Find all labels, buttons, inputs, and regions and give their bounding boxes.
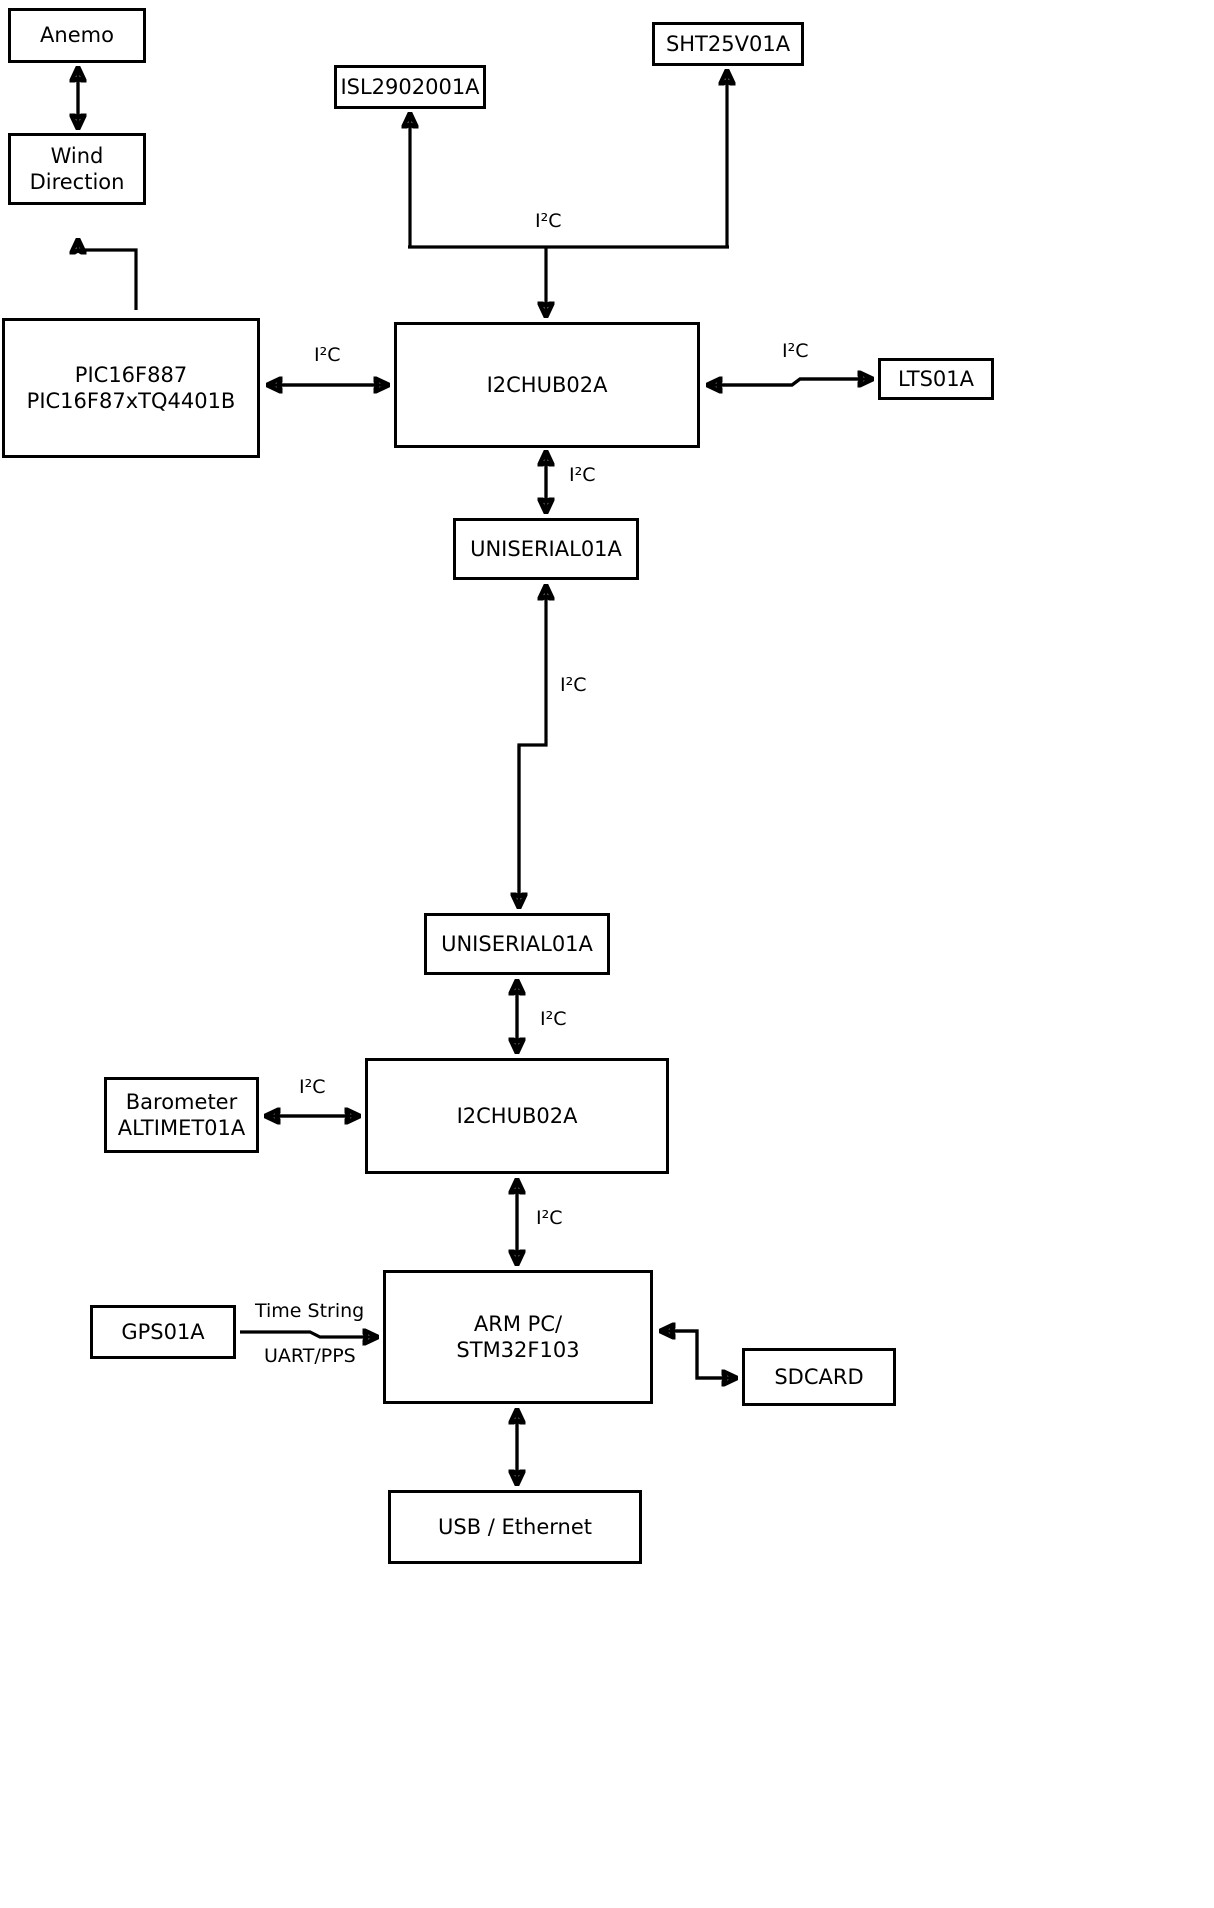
node-uniserial01a-lower-label: UNISERIAL01A	[441, 931, 593, 956]
node-wind-direction[interactable]: Wind Direction	[8, 133, 146, 205]
node-uniserial01a-upper-label: UNISERIAL01A	[470, 536, 622, 561]
wire-pic-winddir	[78, 240, 138, 310]
wire-gps-armpc	[240, 1332, 377, 1337]
wire-uniserial-link	[517, 586, 546, 900]
node-arm-pc-stm32f103[interactable]: ARM PC/ STM32F103	[383, 1270, 653, 1404]
node-anemo[interactable]: Anemo	[8, 8, 146, 63]
node-lts01a[interactable]: LTS01A	[878, 358, 994, 400]
node-anemo-label: Anemo	[40, 23, 114, 48]
node-usb-ethernet-label: USB / Ethernet	[438, 1514, 592, 1539]
wire-sdcard-armpc	[661, 1331, 736, 1380]
node-wind-direction-label: Wind Direction	[29, 143, 125, 194]
node-i2chub02a-top-label: I2CHUB02A	[486, 372, 608, 397]
wire-armpc-sdcard	[661, 1329, 736, 1378]
node-isl2902001a-label: ISL2902001A	[340, 74, 480, 99]
edge-label-i2c-uniserial-hub: I²C	[540, 1008, 567, 1030]
node-barometer-altimet01a[interactable]: Barometer ALTIMET01A	[104, 1077, 259, 1153]
node-usb-ethernet[interactable]: USB / Ethernet	[388, 1490, 642, 1564]
wire-lts-hubtop-left	[708, 379, 872, 385]
node-lts01a-label: LTS01A	[897, 366, 975, 391]
node-sdcard-label: SDCARD	[774, 1364, 864, 1389]
node-gps01a[interactable]: GPS01A	[90, 1305, 236, 1359]
node-isl2902001a[interactable]: ISL2902001A	[334, 65, 486, 109]
edge-label-i2c-hub-arm: I²C	[536, 1207, 563, 1229]
node-i2chub02a-bottom[interactable]: I2CHUB02A	[365, 1058, 669, 1174]
edge-label-i2c-uniserial-link: I²C	[560, 674, 587, 696]
node-arm-pc-stm32f103-label: ARM PC/ STM32F103	[456, 1311, 580, 1362]
node-i2chub02a-top[interactable]: I2CHUB02A	[394, 322, 700, 448]
edge-label-time-string: Time String	[255, 1300, 365, 1322]
node-i2chub02a-bottom-label: I2CHUB02A	[456, 1103, 578, 1128]
node-uniserial01a-lower[interactable]: UNISERIAL01A	[424, 913, 610, 975]
node-pic16f887-label: PIC16F887 PIC16F87xTQ4401B	[26, 362, 236, 413]
node-sht25v01a[interactable]: SHT25V01A	[652, 22, 804, 66]
edge-label-i2c-hub-uniserial: I²C	[569, 464, 596, 486]
node-gps01a-label: GPS01A	[121, 1319, 205, 1344]
node-sdcard[interactable]: SDCARD	[742, 1348, 896, 1406]
node-uniserial01a-upper[interactable]: UNISERIAL01A	[453, 518, 639, 580]
edge-label-i2c-bus-top: I²C	[535, 210, 562, 232]
edge-label-i2c-barometer-hub: I²C	[299, 1076, 326, 1098]
edge-label-uart-pps: UART/PPS	[264, 1345, 356, 1367]
edge-label-i2c-hub-lts: I²C	[782, 340, 809, 362]
node-pic16f887[interactable]: PIC16F887 PIC16F87xTQ4401B	[2, 318, 260, 458]
wire-hubtop-lts-right	[708, 379, 872, 385]
node-sht25v01a-label: SHT25V01A	[665, 31, 791, 56]
edge-label-i2c-pic-hub: I²C	[314, 344, 341, 366]
node-barometer-altimet01a-label: Barometer ALTIMET01A	[117, 1089, 246, 1140]
